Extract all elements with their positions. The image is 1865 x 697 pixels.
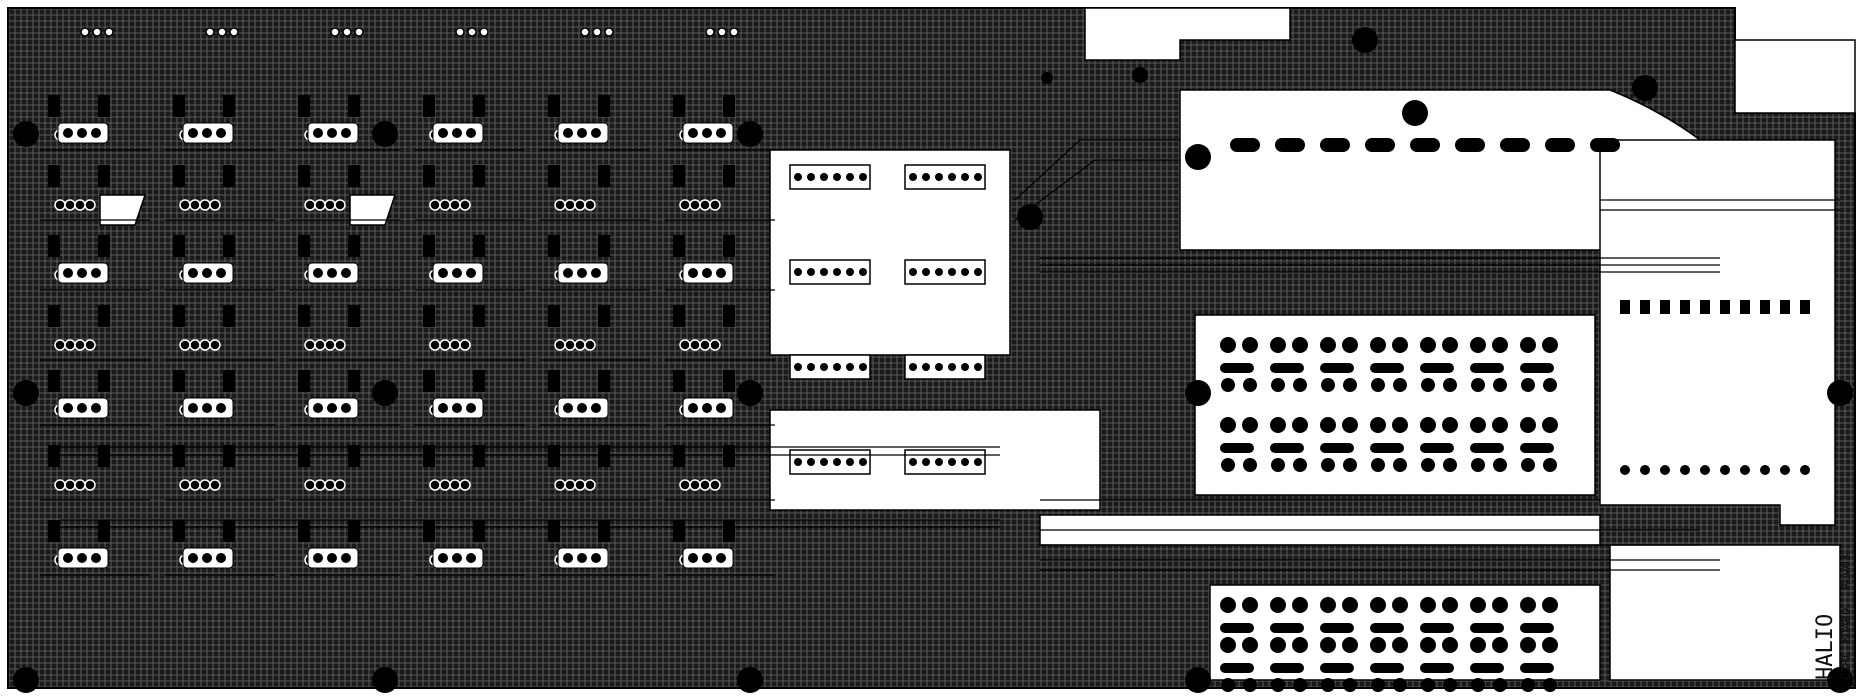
relay-footprint (1270, 337, 1308, 392)
cutout-left-island-1 (99, 194, 147, 226)
channel-footprint (40, 445, 150, 501)
channel-blocks (40, 27, 986, 576)
relay-footprint (1320, 637, 1358, 692)
ic-footprint (789, 449, 871, 475)
channel-footprint (665, 165, 775, 221)
channel-footprint (165, 445, 275, 501)
channel-footprint (165, 520, 275, 576)
ic-footprint (904, 259, 986, 285)
channel-footprint (290, 370, 400, 426)
relay-footprint (1320, 417, 1358, 472)
ic-footprint (789, 259, 871, 285)
relay-footprint (1420, 337, 1458, 392)
channel-footprint (290, 445, 400, 501)
channel-footprint (665, 520, 775, 576)
cutout-slot-top-right (1734, 39, 1856, 114)
channel-footprint (290, 165, 400, 221)
mounting-holes (13, 27, 1853, 693)
board-revision: Rev03 (1839, 554, 1853, 590)
board-name: HALIO (1813, 614, 1838, 680)
relay-bank (1220, 300, 1810, 692)
channel-footprint (665, 370, 775, 426)
channel-footprint (540, 305, 650, 361)
channel-footprint (540, 165, 650, 221)
relay-footprint (1470, 417, 1508, 472)
channel-footprint (415, 95, 525, 151)
relay-footprint (1420, 417, 1458, 472)
relay-footprint (1220, 337, 1258, 392)
channel-footprint (165, 305, 275, 361)
cutout-top-right (1084, 7, 1291, 61)
ic-footprint (789, 164, 871, 190)
channel-footprint (415, 235, 525, 291)
channel-footprint (540, 445, 650, 501)
channel-footprint (540, 95, 650, 151)
channel-footprint (415, 305, 525, 361)
ic-footprint (904, 354, 986, 380)
relay-footprint (1470, 337, 1508, 392)
relay-footprint (1220, 637, 1258, 692)
channel-footprint (415, 445, 525, 501)
channel-footprint (40, 520, 150, 576)
relay-footprint (1370, 337, 1408, 392)
channel-footprint (665, 95, 775, 151)
connector-pads (1230, 138, 1620, 152)
channel-footprint (540, 235, 650, 291)
relay-footprint (1520, 337, 1558, 392)
channel-footprint (540, 370, 650, 426)
board-subtitle: CTRL BOARD (1839, 608, 1853, 680)
relay-footprint (1370, 417, 1408, 472)
relay-footprint (1220, 417, 1258, 472)
ic-footprint (904, 164, 986, 190)
cutout-mid-block (769, 149, 1011, 356)
cutout-right-strip (1599, 139, 1836, 526)
channel-footprint (415, 370, 525, 426)
ic-footprint (789, 354, 871, 380)
channel-footprint (415, 165, 525, 221)
channel-footprint (415, 520, 525, 576)
relay-footprint (1270, 637, 1308, 692)
channel-footprint (665, 305, 775, 361)
channel-footprint (290, 305, 400, 361)
channel-footprint (290, 95, 400, 151)
relay-footprint (1520, 417, 1558, 472)
channel-footprint (40, 305, 150, 361)
channel-footprint (40, 370, 150, 426)
relay-footprint (1370, 637, 1408, 692)
channel-footprint (40, 165, 150, 221)
channel-footprint (540, 520, 650, 576)
ic-footprint (904, 449, 986, 475)
channel-footprint (165, 165, 275, 221)
channel-footprint (290, 520, 400, 576)
bus-traces (60, 139, 1840, 571)
relay-footprint (1520, 637, 1558, 692)
relay-footprint (1420, 637, 1458, 692)
cutout-left-island-2 (349, 194, 397, 226)
cutout-bottom-right-strip (1609, 544, 1841, 681)
channel-footprint (290, 235, 400, 291)
relay-footprint (1320, 337, 1358, 392)
relay-footprint (1270, 417, 1308, 472)
channel-footprint (165, 235, 275, 291)
channel-footprint (165, 95, 275, 151)
relay-footprint (1470, 637, 1508, 692)
channel-footprint (165, 370, 275, 426)
channel-footprint (40, 95, 150, 151)
board-label: HALIO CTRL BOARD Rev03 (1813, 554, 1853, 680)
channel-footprint (40, 235, 150, 291)
channel-footprint (665, 235, 775, 291)
channel-footprint (665, 445, 775, 501)
